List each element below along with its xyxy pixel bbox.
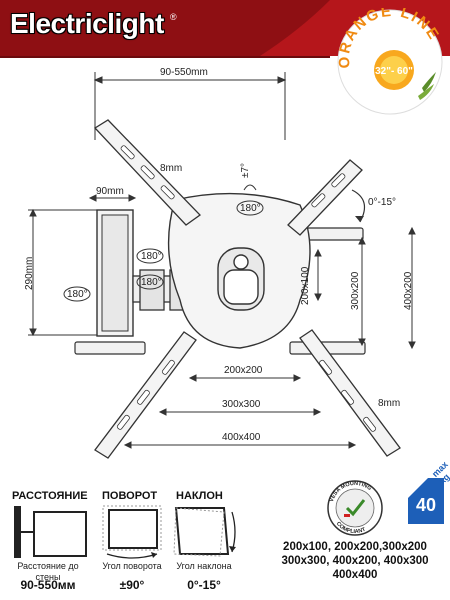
vesa-horizontal-200x200: 200x200 xyxy=(224,365,263,376)
rotation-180-label-1: 180° xyxy=(240,203,261,214)
rotation-180-label-2: 180° xyxy=(141,251,162,262)
vesa-patterns: 200x100, 200x200,300x200 300x300, 400x20… xyxy=(262,540,448,582)
rotation-title: ПОВОРОТ xyxy=(102,490,158,502)
vesa-pattern-line: 300x300, 400x200, 400x300 xyxy=(281,555,429,567)
vesa-vertical-200x100: 200x100 xyxy=(300,266,311,305)
bolt-gap-bottom-label: 8mm xyxy=(378,398,401,409)
distance-value: 90-550мм xyxy=(20,578,76,592)
bolt-gap-top-label: 8mm xyxy=(160,163,183,174)
vesa-vertical-400x200: 400x200 xyxy=(403,271,414,310)
badge-leaf xyxy=(422,72,436,92)
depth-label: 90mm xyxy=(96,186,124,197)
distance-title: РАССТОЯНИЕ xyxy=(12,490,88,502)
rotation-value: ±90° xyxy=(119,578,145,592)
rotation-sub: Угол поворота xyxy=(102,561,162,571)
distance-icon xyxy=(14,506,87,558)
vesa-horizontal-300x300: 300x300 xyxy=(222,399,261,410)
rotation-180-label-3: 180° xyxy=(141,277,162,288)
vesa-pattern-line: 400x400 xyxy=(332,569,378,581)
max-load-value: 40 xyxy=(415,495,437,515)
tilt-sub: Угол наклона xyxy=(176,561,232,571)
brand-logo: Electriclight xyxy=(10,8,164,39)
vesa-seal: VESA MOUNTING COMPLIANT xyxy=(327,480,383,536)
badge-size-range: 32"- 60" xyxy=(375,66,413,77)
height-label: 290mm xyxy=(24,256,35,290)
vesa-vertical-300x200: 300x200 xyxy=(350,271,361,310)
distance-sub: Расстояние до стены xyxy=(17,561,79,582)
max-load-badge xyxy=(408,478,444,524)
mount-plate xyxy=(167,192,311,349)
orange-line-badge: ORANGE LINE 32"- 60" xyxy=(336,8,443,115)
arm-range-label: 90-550mm xyxy=(160,67,208,78)
rotation-icon xyxy=(102,505,162,559)
tilt-icon xyxy=(173,507,236,557)
tilt-value: 0°-15° xyxy=(187,578,221,592)
swivel-angle-label: ±7° xyxy=(240,162,251,178)
vesa-pattern-line: 200x100, 200x200,300x200 xyxy=(283,541,427,553)
tilt-range-label: 0°-15° xyxy=(368,197,397,208)
brand-registered-mark: ® xyxy=(170,12,177,22)
tilt-title: НАКЛОН xyxy=(176,490,223,502)
mount-drawing xyxy=(28,72,416,459)
vesa-horizontal-400x400: 400x400 xyxy=(222,432,261,443)
rotation-180-label-4: 180° xyxy=(67,289,88,300)
